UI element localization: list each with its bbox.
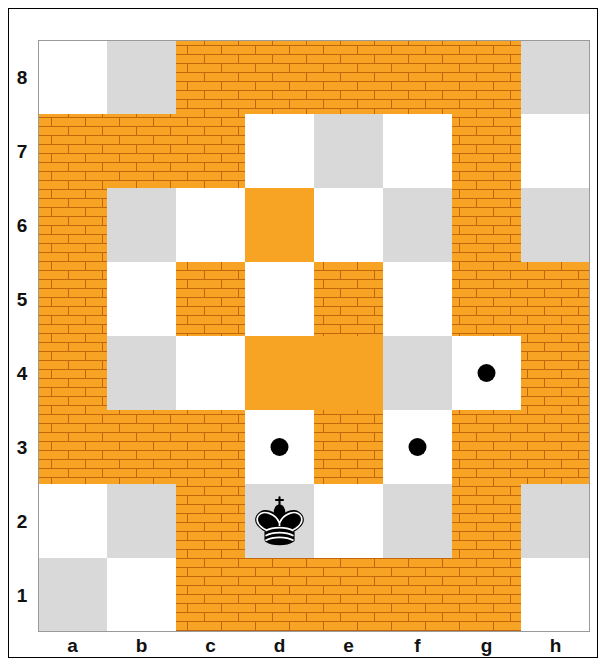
wall-square [245, 558, 314, 632]
board-square [107, 262, 176, 336]
rank-label: 2 [17, 512, 28, 531]
rank-label: 4 [17, 364, 28, 383]
rank-label: 1 [17, 586, 28, 605]
wall-square [245, 336, 314, 410]
board-square [245, 262, 314, 336]
wall-square [314, 40, 383, 114]
wall-square [38, 114, 107, 188]
frame [9, 9, 598, 658]
wall-square [107, 114, 176, 188]
rank-label: 8 [17, 68, 28, 87]
wall-square [521, 410, 590, 484]
wall-square [314, 558, 383, 632]
wall-square [245, 40, 314, 114]
rank-label: 7 [17, 142, 28, 161]
wall-square [452, 558, 521, 632]
wall-square [38, 410, 107, 484]
board-square [521, 40, 590, 114]
wall-square [452, 188, 521, 262]
board-square [521, 484, 590, 558]
wall-square [245, 188, 314, 262]
board-outline [39, 41, 590, 632]
board-square [245, 484, 314, 558]
wall-square [383, 558, 452, 632]
wall-square [38, 262, 107, 336]
board-square [38, 484, 107, 558]
board-square [314, 114, 383, 188]
file-label: b [136, 636, 148, 655]
squares [38, 40, 590, 632]
file-label: f [414, 636, 420, 655]
wall-square [452, 410, 521, 484]
board-square [107, 188, 176, 262]
board-square [452, 336, 521, 410]
target-dot [478, 364, 496, 382]
board-square [383, 188, 452, 262]
file-label: c [205, 636, 216, 655]
board-square [521, 188, 590, 262]
wall-square [452, 40, 521, 114]
file-label: e [343, 636, 354, 655]
wall-square [521, 336, 590, 410]
board-square [383, 114, 452, 188]
wall-square [176, 114, 245, 188]
board-square [38, 40, 107, 114]
wall-square [107, 410, 176, 484]
rank-label: 5 [17, 290, 28, 309]
board-square [314, 484, 383, 558]
board-square [107, 336, 176, 410]
wall-square [452, 114, 521, 188]
target-dot [409, 438, 427, 456]
rank-label: 6 [17, 216, 28, 235]
board-square [38, 558, 107, 632]
file-label: g [481, 636, 493, 655]
target-dot [271, 438, 289, 456]
wall-square [314, 262, 383, 336]
board-square [521, 558, 590, 632]
board-square [176, 336, 245, 410]
board-square [107, 484, 176, 558]
wall-square [176, 262, 245, 336]
board-square [107, 558, 176, 632]
board-square [521, 114, 590, 188]
board-square [107, 40, 176, 114]
wall-square [38, 188, 107, 262]
board-square [383, 262, 452, 336]
wall-square [176, 484, 245, 558]
board-square [314, 188, 383, 262]
board-square [383, 410, 452, 484]
wall-square [176, 40, 245, 114]
wall-square [176, 410, 245, 484]
wall-square [176, 558, 245, 632]
board-square [245, 410, 314, 484]
wall-square [314, 336, 383, 410]
file-label: h [550, 636, 562, 655]
board-square [245, 114, 314, 188]
rank-label: 3 [17, 438, 28, 457]
wall-square [521, 262, 590, 336]
wall-square [314, 410, 383, 484]
board-square [383, 336, 452, 410]
file-label: a [67, 636, 78, 655]
board-square [176, 188, 245, 262]
board-square [383, 484, 452, 558]
wall-square [38, 336, 107, 410]
wall-square [452, 484, 521, 558]
king-piece [256, 497, 303, 544]
wall-square [383, 40, 452, 114]
wall-square [452, 262, 521, 336]
file-label: d [274, 636, 286, 655]
